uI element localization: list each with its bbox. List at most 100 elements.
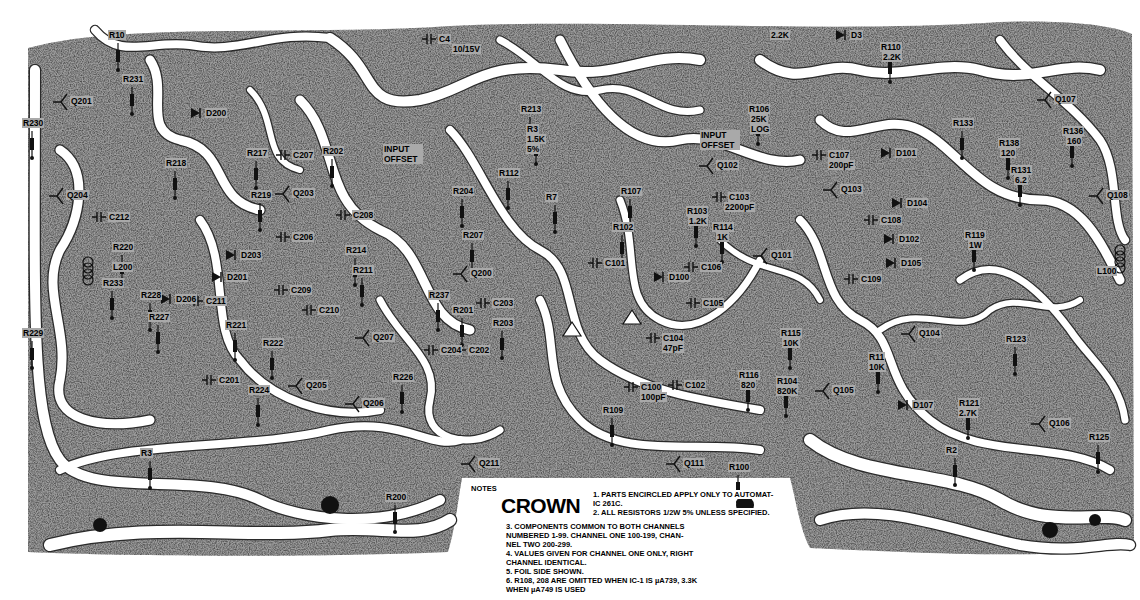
value-label: 100pF bbox=[640, 392, 667, 402]
solder-pad bbox=[156, 350, 160, 354]
transistor-symbol bbox=[1089, 188, 1103, 204]
trace-outline bbox=[760, 60, 1100, 75]
part-label: R131 bbox=[1010, 165, 1032, 175]
part-label: R106 bbox=[748, 104, 770, 114]
solder-pad bbox=[534, 162, 538, 166]
part-label: Q105 bbox=[832, 385, 855, 395]
resistor-symbol bbox=[360, 278, 364, 307]
part-label: R230 bbox=[22, 118, 44, 128]
value-label: L200 bbox=[112, 262, 133, 272]
component-group bbox=[30, 30, 1103, 534]
resistor-symbol bbox=[953, 458, 957, 487]
part-label: R218 bbox=[165, 158, 187, 168]
resistor-symbol bbox=[254, 161, 258, 190]
resistor-body bbox=[30, 348, 34, 360]
value-label: 10K bbox=[868, 362, 886, 372]
transistor-symbol bbox=[1037, 92, 1051, 108]
capacitor-plates bbox=[302, 305, 316, 315]
capacitor-plates bbox=[624, 382, 638, 392]
solder-pad bbox=[360, 303, 364, 307]
resistor-body bbox=[788, 348, 792, 360]
diode-body bbox=[892, 198, 901, 208]
part-label: R213 bbox=[520, 104, 542, 114]
transistor-leads bbox=[345, 396, 359, 412]
trace-outline bbox=[60, 426, 460, 470]
capacitor-plates bbox=[646, 333, 660, 343]
part-label: C102 bbox=[684, 380, 706, 390]
mounting-hole bbox=[321, 496, 339, 514]
trace-outline bbox=[960, 270, 1125, 420]
transistor-leads bbox=[699, 158, 713, 174]
resistor-body bbox=[1018, 185, 1022, 197]
transistor-leads bbox=[1037, 92, 1051, 108]
part-label: R202 bbox=[322, 146, 344, 156]
resistor-body bbox=[30, 138, 34, 150]
part-label: C211 bbox=[205, 296, 227, 306]
copper-texture bbox=[28, 22, 1134, 556]
capacitor-symbol bbox=[588, 258, 602, 268]
coil-turn bbox=[83, 275, 93, 285]
capacitor-symbol bbox=[336, 210, 350, 220]
part-label: C104 bbox=[662, 333, 684, 343]
resistor-body bbox=[156, 332, 160, 344]
value-label: 1.5K bbox=[526, 134, 546, 144]
resistor-body bbox=[972, 250, 976, 262]
part-label: C209 bbox=[290, 285, 312, 295]
part-label: D104 bbox=[906, 198, 928, 208]
solder-pad bbox=[400, 410, 404, 414]
resistor-symbol bbox=[400, 385, 404, 414]
resistor-body bbox=[876, 372, 880, 384]
solder-pad bbox=[110, 316, 114, 320]
resistor-body bbox=[1013, 354, 1017, 366]
solder-pad bbox=[960, 156, 964, 160]
diode-body bbox=[654, 272, 663, 282]
copper-trace bbox=[300, 100, 470, 330]
resistor-symbol bbox=[156, 325, 160, 354]
part-label: R227 bbox=[148, 312, 170, 322]
resistor-symbol bbox=[436, 303, 440, 332]
transistor-leads bbox=[753, 248, 767, 264]
note-text: 6. R108, 208 ARE OMITTED WHEN IC-1 IS µA… bbox=[505, 576, 698, 585]
solder-pad bbox=[30, 156, 34, 160]
capacitor-plates bbox=[684, 262, 698, 272]
maker-logo: CROWN bbox=[500, 494, 581, 518]
capacitor-symbol bbox=[686, 298, 700, 308]
capacitor-plates bbox=[864, 215, 878, 225]
part-label: Q204 bbox=[66, 190, 89, 200]
transistor-symbol bbox=[355, 330, 369, 346]
resistor-body bbox=[610, 425, 614, 437]
capacitor-plates bbox=[712, 192, 726, 202]
solder-pad bbox=[233, 358, 237, 362]
resistor-body bbox=[110, 298, 114, 310]
resistor-body bbox=[966, 418, 970, 430]
solder-pad bbox=[460, 224, 464, 228]
diode-bar bbox=[906, 400, 908, 410]
part-label: Q106 bbox=[1048, 418, 1071, 428]
transistor-symbol bbox=[453, 266, 467, 282]
diode-symbol bbox=[226, 250, 235, 260]
transistor-leads bbox=[53, 94, 67, 110]
part-label: C100 bbox=[640, 382, 662, 392]
resistor-symbol bbox=[1096, 445, 1100, 474]
capacitor-symbol bbox=[668, 380, 682, 390]
part-label: D3 bbox=[850, 30, 863, 40]
copper-trace bbox=[880, 300, 1080, 330]
note-text: 3. COMPONENTS COMMON TO BOTH CHANNELS bbox=[505, 522, 686, 531]
capacitor-symbol bbox=[684, 262, 698, 272]
resistor-body bbox=[256, 405, 260, 417]
transistor-symbol bbox=[901, 326, 915, 342]
part-label: C108 bbox=[880, 215, 902, 225]
value-label: 10/15V bbox=[452, 44, 481, 54]
part-label: R7 bbox=[545, 192, 558, 202]
resistor-body bbox=[173, 178, 177, 190]
diode-bar bbox=[894, 258, 896, 268]
capacitor-symbol bbox=[276, 150, 290, 160]
transistor-symbol bbox=[345, 396, 359, 412]
part-label: R125 bbox=[1088, 432, 1110, 442]
part-label: R201 bbox=[452, 305, 474, 315]
diode-bar bbox=[892, 234, 894, 244]
solder-pad bbox=[876, 390, 880, 394]
part-label: R112 bbox=[498, 168, 520, 178]
copper-trace bbox=[800, 220, 1110, 470]
